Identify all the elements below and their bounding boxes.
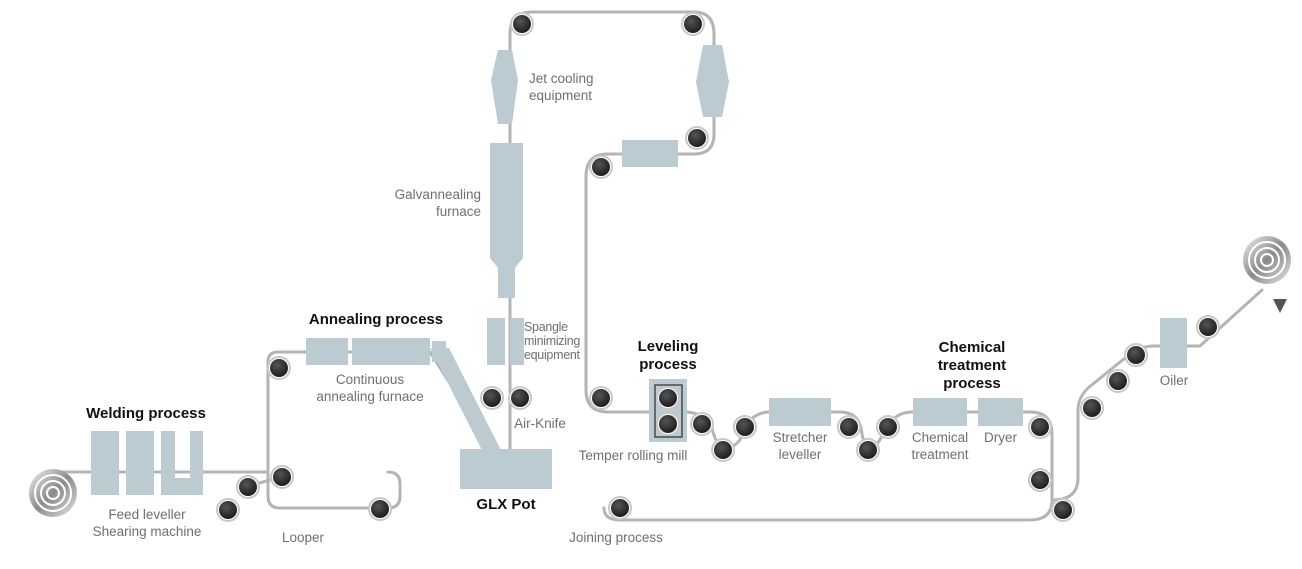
welding-process-title: Welding process [86, 405, 206, 422]
roller [1028, 415, 1052, 439]
temper-rolling-mill-label: Temper rolling mill [578, 448, 688, 463]
stretcher-leveller-label: Stretcher leveller [760, 429, 840, 463]
shearing-block-1 [126, 431, 154, 495]
spangle-block-1 [487, 318, 505, 365]
exit-coil-icon [1243, 236, 1291, 284]
roller [685, 126, 709, 150]
roller [1028, 468, 1052, 492]
roller [608, 496, 632, 520]
feed-leveller-label: Feed leveller [108, 507, 186, 522]
oiler-label: Oiler [1159, 373, 1189, 388]
strip-path [53, 10, 1264, 522]
leveling-title-line2: process [639, 356, 697, 373]
snout-block [430, 348, 505, 458]
annealing-furnace-block-2 [352, 338, 430, 365]
stretcher-label-line2: leveller [778, 447, 822, 462]
chemical-title-line1: Chemical [938, 339, 1006, 356]
roller [1124, 343, 1148, 367]
oiler-block [1160, 318, 1187, 368]
roller [711, 438, 735, 462]
roller [589, 386, 613, 410]
continuous-annealing-label: Continuous annealing furnace [305, 371, 435, 405]
chem-treat-label-line2: treatment [911, 447, 969, 462]
annealing-process-title: Annealing process [308, 311, 444, 328]
chemical-process-title: Chemical treatment process [912, 339, 1032, 393]
galvannealing-label-line1: Galvannealing [394, 187, 481, 202]
glx-pot-block [460, 449, 552, 489]
roller [856, 438, 880, 462]
roller [690, 412, 714, 436]
roller [589, 155, 613, 179]
leveling-title-line1: Leveling [637, 338, 699, 355]
jet-cooling-label-line2: equipment [529, 88, 593, 103]
jet-cooling-label-line1: Jet cooling [529, 71, 594, 86]
continuous-label-line2: annealing furnace [316, 389, 424, 404]
roller [1196, 315, 1220, 339]
roller [1051, 498, 1075, 522]
roller [656, 412, 680, 436]
stretcher-leveller-block [769, 398, 831, 426]
rollers [216, 12, 1220, 522]
feed-leveller-shearing-label: Feed leveller Shearing machine [80, 506, 214, 540]
air-knife-label: Air-Knife [514, 416, 566, 431]
stretcher-label-line1: Stretcher [772, 430, 828, 445]
leveling-process-title: Leveling process [622, 338, 714, 374]
jet-cooling-block-right [696, 45, 729, 117]
continuous-label-line1: Continuous [335, 372, 405, 387]
feed-leveller-block [91, 431, 119, 495]
roller [480, 386, 504, 410]
roller [236, 475, 260, 499]
roller [508, 386, 532, 410]
spangle-block-2 [510, 318, 524, 365]
glx-pot-title: GLX Pot [476, 496, 536, 513]
jet-cooling-block-left [491, 50, 518, 124]
spangle-label-line2: minimizing [524, 334, 581, 348]
galvannealing-furnace-block [490, 143, 523, 298]
exit-arrow-icon [1273, 299, 1287, 313]
shearing-machine-label: Shearing machine [92, 524, 202, 539]
chemical-title-line2: treatment [937, 357, 1007, 374]
roller [270, 465, 294, 489]
roller [510, 12, 534, 36]
shearing-block-2 [161, 431, 203, 495]
roller [1080, 396, 1104, 420]
jet-cooling-label: Jet cooling equipment [529, 70, 619, 104]
roller [368, 497, 392, 521]
roller [1106, 369, 1130, 393]
chemical-treatment-label: Chemical treatment [902, 429, 978, 463]
galvannealing-label: Galvannealing furnace [378, 186, 481, 220]
roller [681, 12, 705, 36]
chemical-treatment-block [913, 398, 967, 426]
looper-label: Looper [281, 530, 325, 545]
roller [733, 415, 757, 439]
roller [656, 386, 680, 410]
spangle-label-line3: equipment [524, 348, 580, 362]
roller [267, 356, 291, 380]
galvannealing-label-line2: furnace [435, 204, 481, 219]
annealing-furnace-block-1 [306, 338, 348, 365]
joining-process-label: Joining process [569, 530, 663, 545]
roller [876, 415, 900, 439]
dryer-block [978, 398, 1023, 426]
top-return-block [622, 140, 678, 167]
spangle-label-line1: Spangle [524, 320, 568, 334]
chem-treat-label-line1: Chemical [911, 430, 969, 445]
roller [216, 498, 240, 522]
roller [837, 415, 861, 439]
temper-mill-frame [654, 384, 683, 438]
dryer-label: Dryer [984, 430, 1017, 445]
chemical-title-line3: process [943, 375, 1001, 392]
entry-coil-icon [29, 469, 77, 517]
spangle-label: Spangle minimizing equipment [524, 320, 584, 362]
